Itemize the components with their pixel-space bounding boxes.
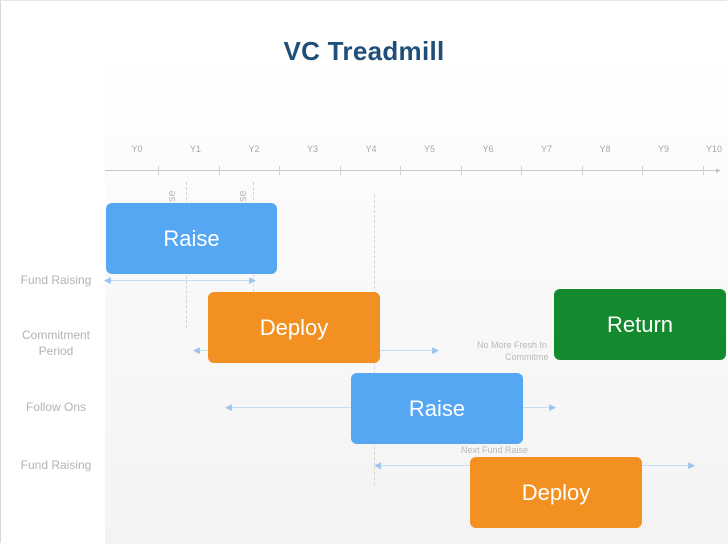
fund-raising-span: ◀ ▶ <box>104 275 256 285</box>
row-label-follow-ons: Follow Ons <box>25 400 87 414</box>
axis-tick-mark <box>339 166 341 175</box>
raise-block-2: Raise <box>351 373 523 444</box>
axis-tick-mark <box>581 166 583 175</box>
axis-tick-mark <box>642 166 643 175</box>
slide-title: VC Treadmill <box>283 36 445 66</box>
arrow-right-icon: ▶ <box>432 345 439 355</box>
row-label-fund-raising-2: Fund Raising <box>20 458 92 472</box>
deploy-block: Deploy <box>208 292 380 363</box>
return-block: Return <box>554 289 726 360</box>
rotated-text-fragment: se <box>237 190 249 202</box>
year-tick-label: Y7 <box>540 144 552 154</box>
year-tick-label: Y2 <box>248 144 260 154</box>
raise-block: Raise <box>106 203 277 274</box>
axis-tick-mark <box>460 166 462 175</box>
arrow-left-icon: ◀ <box>104 275 111 285</box>
arrow-right-icon: ▶ <box>249 275 256 285</box>
arrow-left-icon: ◀ <box>225 402 232 412</box>
axis-tick-mark <box>702 166 704 175</box>
year-tick-label: Y3 <box>306 144 318 154</box>
row-label-commitment-period: Commitment Period <box>21 328 90 358</box>
axis-tick-mark <box>158 166 159 175</box>
axis-tick-mark <box>400 166 401 175</box>
year-tick-label: Y4 <box>365 144 377 154</box>
year-tick-label: Y8 <box>599 144 611 154</box>
arrow-left-icon: ◀ <box>374 460 381 470</box>
timeline-axis <box>105 170 717 171</box>
note-commitment-fragment: Commitme <box>505 352 549 362</box>
note-no-more-fresh: No More Fresh In <box>477 340 548 350</box>
deploy-block-2: Deploy <box>470 457 642 528</box>
arrow-right-icon: ▶ <box>549 402 556 412</box>
note-next-fund-raise: Next Fund Raise <box>461 445 529 455</box>
row-label-fund-raising: Fund Raising <box>20 273 92 287</box>
arrow-left-icon: ◀ <box>193 345 200 355</box>
axis-tick-mark <box>218 166 220 175</box>
axis-tick-mark <box>279 166 280 175</box>
axis-arrow-icon: ▸ <box>716 165 721 175</box>
axis-tick-mark <box>521 166 522 175</box>
arrow-right-icon: ▶ <box>688 460 695 470</box>
year-tick-label: Y10 <box>705 144 722 154</box>
year-tick-label: Y1 <box>189 144 201 154</box>
year-tick-label: Y9 <box>657 144 669 154</box>
year-tick-label: Y0 <box>131 144 143 154</box>
year-tick-label: Y6 <box>482 144 494 154</box>
year-tick-label: Y5 <box>423 144 435 154</box>
rotated-text-fragment: se <box>166 190 178 202</box>
